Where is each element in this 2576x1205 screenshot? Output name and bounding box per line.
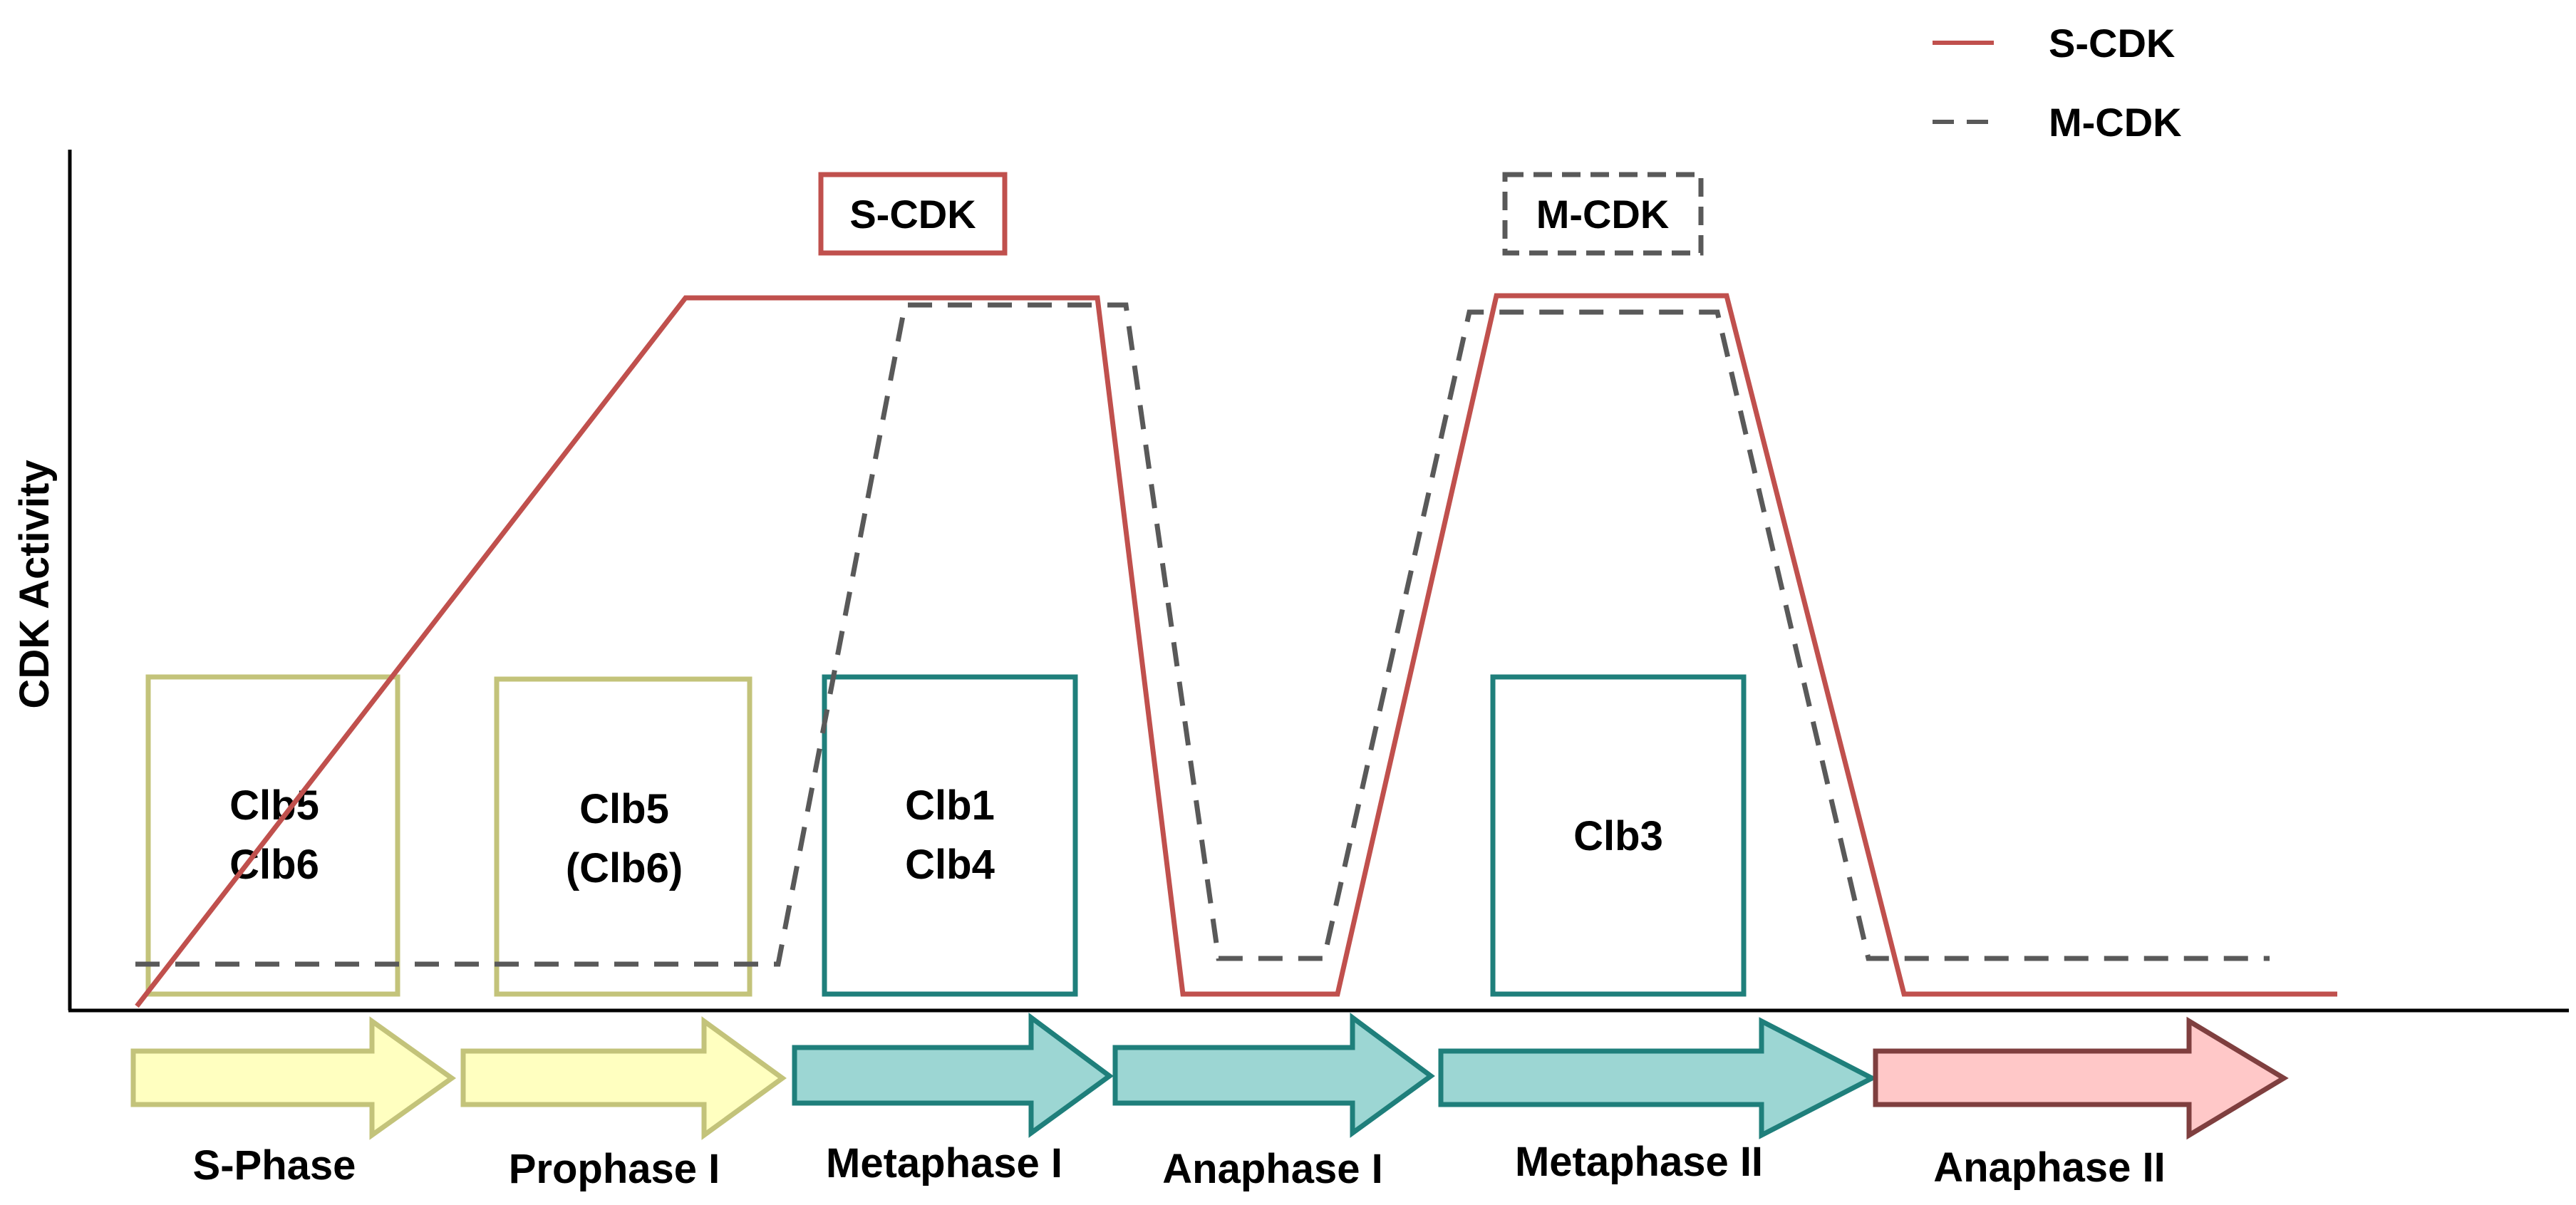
cyclin-box-line: Clb4 (905, 842, 995, 888)
cyclin-box-clb1-clb4: Clb1 Clb4 (822, 674, 1078, 997)
cyclin-box-line: (Clb6) (566, 845, 683, 891)
cyclin-box-line: Clb5 (579, 786, 669, 832)
cyclin-box-clb3: Clb3 (1490, 674, 1747, 997)
cyclin-box-line: Clb3 (1573, 813, 1663, 859)
phase-arrow-metaphase-i (792, 1013, 1114, 1138)
m-cdk-activity-line (135, 302, 2270, 967)
s-cdk-peak-label-text: S-CDK (849, 192, 976, 237)
s-cdk-activity-line (135, 293, 2337, 1008)
phase-arrow-anaphase-ii (1873, 1016, 2289, 1140)
phase-arrow-anaphase-i (1112, 1013, 1435, 1138)
phase-label-metaphase-ii: Metaphase II (1515, 1139, 1763, 1185)
s-cdk-peak-label: S-CDK (818, 172, 1008, 256)
legend-s-cdk-label: S-CDK (2049, 21, 2175, 66)
y-axis-label: CDK Activity (11, 460, 58, 708)
phase-arrow-prophase-i (460, 1016, 787, 1140)
cyclin-box-line: Clb6 (229, 842, 319, 888)
phase-label-anaphase-i: Anaphase I (1162, 1146, 1382, 1192)
cyclin-box-clb5-paren-clb6: Clb5 (Clb6) (494, 676, 752, 997)
m-cdk-peak-label-text: M-CDK (1536, 192, 1670, 237)
legend-m-cdk-label: M-CDK (2049, 100, 2182, 145)
legend: S-CDK M-CDK (1933, 21, 2182, 145)
phase-label-anaphase-ii: Anaphase II (1933, 1144, 2166, 1191)
phase-label-s-phase: S-Phase (193, 1142, 356, 1189)
phase-arrow-metaphase-ii (1438, 1017, 1878, 1139)
phase-arrow-s-phase (130, 1016, 457, 1140)
m-cdk-peak-label: M-CDK (1502, 172, 1704, 256)
phase-label-metaphase-i: Metaphase I (826, 1140, 1062, 1186)
phase-label-prophase-i: Prophase I (509, 1146, 720, 1192)
cyclin-box-line: Clb1 (905, 782, 995, 829)
